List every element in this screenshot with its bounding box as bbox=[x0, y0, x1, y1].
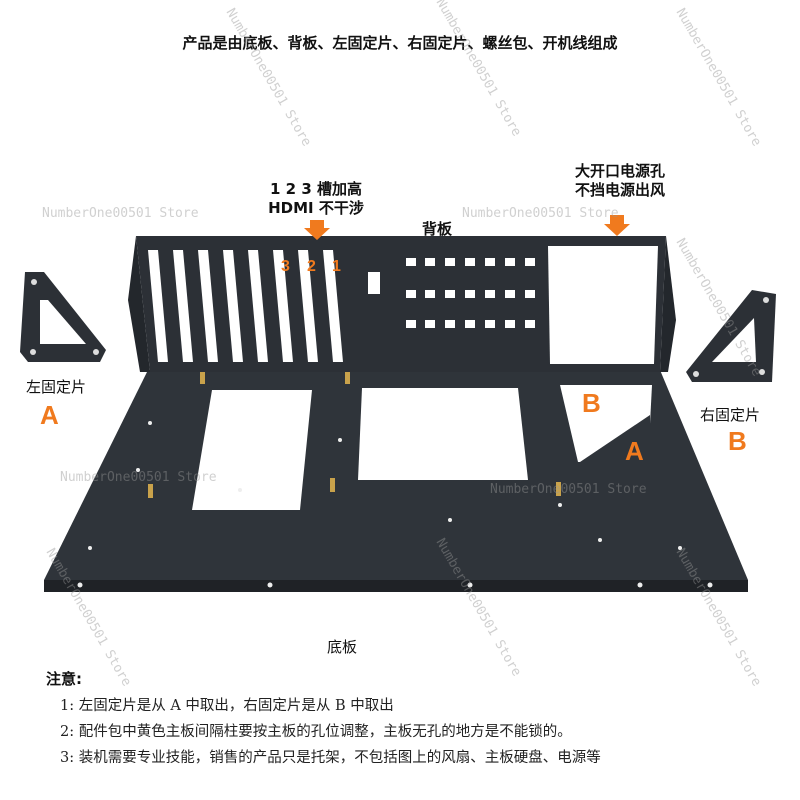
note-item: 3: 装机需要专业技能，销售的产品只是托架，不包括图上的风扇、主板硬盘、电源等 bbox=[60, 750, 601, 766]
letter-hole-a: A bbox=[625, 436, 644, 466]
watermark: NumberOne00501 Store bbox=[462, 206, 619, 221]
psu-opening bbox=[548, 246, 658, 364]
label-left-bracket: 左固定片 bbox=[26, 378, 87, 396]
back-panel bbox=[136, 236, 666, 372]
label-right-bracket: 右固定片 bbox=[700, 406, 761, 424]
callout-slots-line1: 1 2 3 槽加高 bbox=[270, 180, 362, 198]
io-vents bbox=[368, 258, 535, 328]
callout-psu-line1: 大开口电源孔 bbox=[574, 162, 665, 180]
notes-title: 注意: bbox=[46, 670, 82, 688]
arrow-slots-icon bbox=[304, 220, 330, 240]
tray-diagonal-b bbox=[580, 415, 650, 462]
label-bottom-panel: 底板 bbox=[327, 638, 358, 656]
slot-number-1: 1 bbox=[332, 258, 341, 275]
expansion-slots bbox=[148, 250, 343, 362]
tray-front-edge bbox=[44, 580, 748, 592]
right-bracket bbox=[686, 290, 776, 382]
arrow-psu-icon bbox=[604, 215, 630, 236]
tray-cutout-center bbox=[358, 388, 528, 480]
callout-psu-line2: 不挡电源出风 bbox=[574, 181, 665, 199]
left-bracket bbox=[20, 272, 106, 362]
watermark: NumberOne00501 Store bbox=[60, 470, 217, 485]
letter-hole-b: B bbox=[582, 388, 601, 418]
product-title: 产品是由底板、背板、左固定片、右固定片、螺丝包、开机线组成 bbox=[182, 34, 618, 52]
tray-cutout-left bbox=[192, 390, 312, 510]
standoffs bbox=[148, 372, 561, 498]
callout-slots: 1 2 3 槽加高 HDMI 不干涉 bbox=[256, 180, 376, 218]
callout-slots-line2: HDMI 不干涉 bbox=[268, 199, 364, 217]
label-back-panel: 背板 bbox=[422, 220, 453, 238]
note-item: 2: 配件包中黄色主板间隔柱要按主板的孔位调整，主板无孔的地方是不能锁的。 bbox=[60, 724, 572, 740]
callout-psu: 大开口电源孔 不挡电源出风 bbox=[550, 162, 690, 200]
letter-left-a: A bbox=[40, 400, 59, 430]
watermark: NumberOne00501 Store bbox=[490, 482, 647, 497]
tray-holes bbox=[77, 421, 713, 588]
slot-number-2: 2 bbox=[307, 258, 316, 275]
watermark: NumberOne00501 Store bbox=[42, 206, 199, 221]
letter-right-b: B bbox=[728, 426, 747, 456]
slot-number-3: 3 bbox=[281, 258, 290, 275]
note-item: 1: 左固定片是从 A 中取出，右固定片是从 B 中取出 bbox=[60, 698, 394, 714]
